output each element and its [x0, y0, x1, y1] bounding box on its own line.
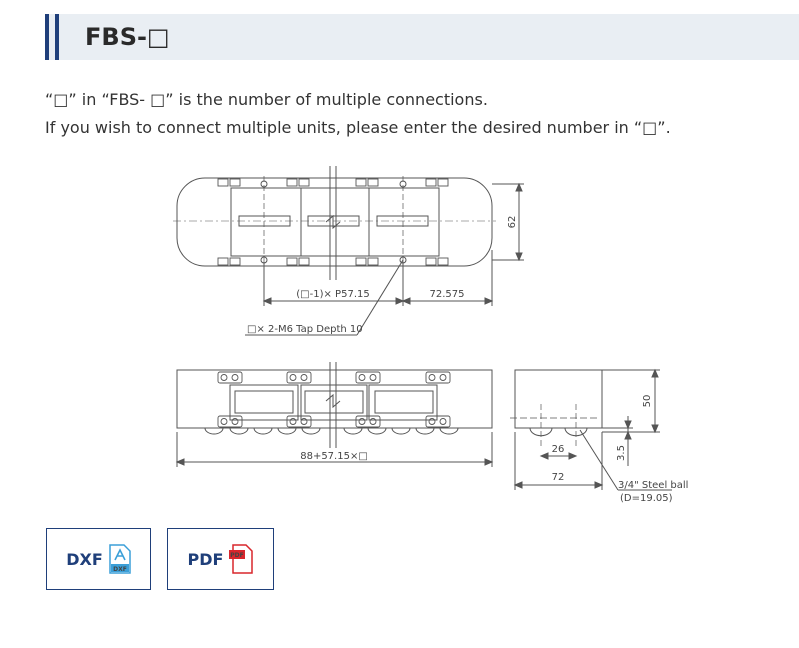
- steel-ball-diameter: (D=19.05): [620, 493, 673, 504]
- dim-height-62: 62: [507, 216, 518, 229]
- dim-total: 88+57.15×□: [300, 451, 368, 462]
- front-view: [175, 362, 494, 467]
- steel-ball-label: 3/4" Steel ball: [618, 480, 688, 491]
- dxf-file-icon: DXF: [109, 544, 131, 574]
- dim-pitch: (□-1)× P57.15: [296, 289, 369, 300]
- description-line-2: If you wish to connect multiple units, p…: [45, 118, 671, 137]
- tap-label: □× 2-M6 Tap Depth 10: [247, 324, 363, 335]
- top-view: [173, 166, 524, 336]
- page-title-bar: FBS-□: [45, 14, 799, 60]
- dim-side-3-5: 3.5: [616, 445, 627, 461]
- dxf-label: DXF: [66, 549, 103, 569]
- pdf-label: PDF: [187, 549, 224, 569]
- dxf-icon-text: DXF: [113, 566, 127, 573]
- download-dxf-button[interactable]: DXF DXF: [46, 528, 151, 590]
- dim-end: 72.575: [430, 289, 465, 300]
- dim-side-26: 26: [552, 444, 565, 455]
- pdf-file-icon: PDF: [229, 544, 254, 574]
- pdf-icon-text: PDF: [231, 552, 244, 559]
- dim-side-72: 72: [552, 472, 565, 483]
- description-line-1: “□” in “FBS- □” is the number of multipl…: [45, 90, 488, 109]
- download-pdf-button[interactable]: PDF PDF: [167, 528, 274, 590]
- title-accent-bar: [45, 14, 49, 60]
- dim-side-height: 50: [642, 395, 653, 408]
- side-view: [510, 368, 672, 491]
- page-title: FBS-□: [85, 23, 170, 51]
- title-accent-bar-2: [55, 14, 59, 60]
